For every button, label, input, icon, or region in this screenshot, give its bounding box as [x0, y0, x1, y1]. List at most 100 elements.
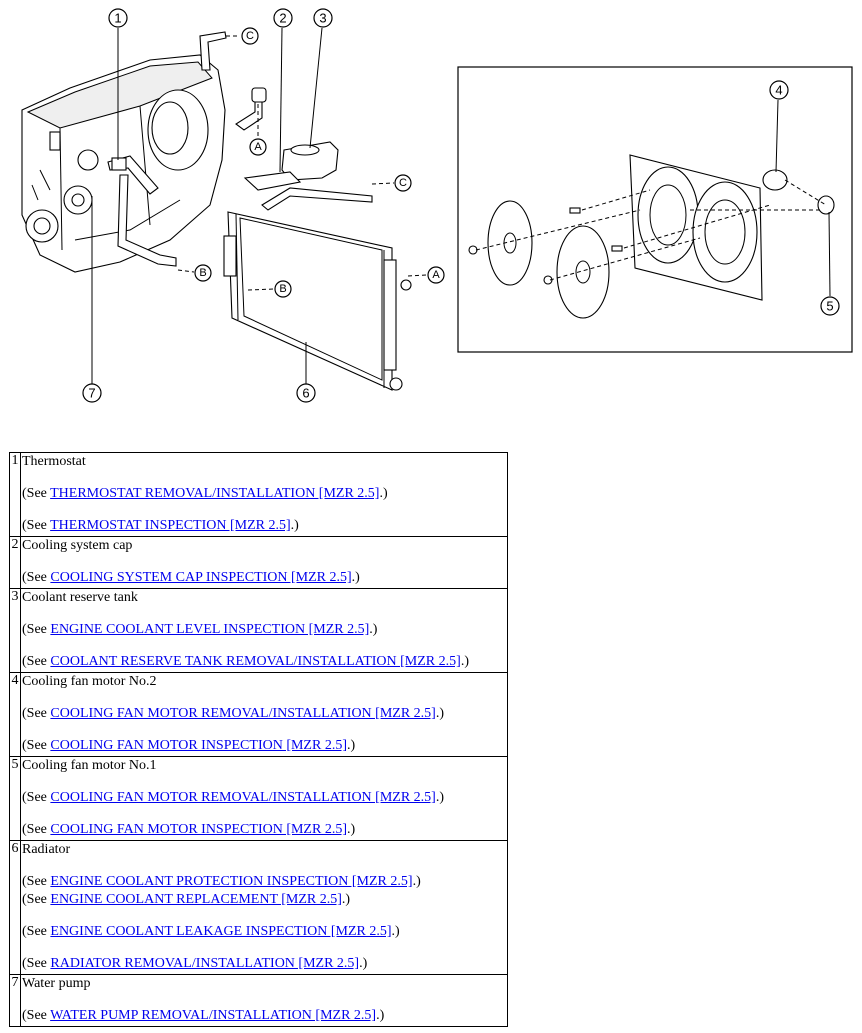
reference-link[interactable]: COOLING SYSTEM CAP INSPECTION [MZR 2.5] [50, 570, 352, 585]
fan-assembly-illustration [468, 154, 835, 319]
svg-text:A: A [254, 141, 262, 153]
reference-line: (See THERMOSTAT REMOVAL/INSTALLATION [MZ… [22, 486, 507, 502]
row-content: Coolant reserve tank (See ENGINE COOLANT … [20, 588, 508, 673]
engine-illustration [21, 31, 267, 273]
svg-text:7: 7 [88, 386, 95, 401]
part-name: Cooling system cap [22, 538, 133, 553]
reference-link[interactable]: ENGINE COOLANT REPLACEMENT [MZR 2.5] [50, 892, 342, 907]
reference-suffix: .) [369, 622, 378, 637]
svg-text:6: 6 [302, 386, 309, 401]
reference-link[interactable]: COOLING FAN MOTOR REMOVAL/INSTALLATION [… [50, 790, 436, 805]
reference-link[interactable]: ENGINE COOLANT LEVEL INSPECTION [MZR 2.5… [50, 622, 370, 637]
reference-prefix: (See [22, 956, 51, 971]
svg-text:A: A [432, 269, 440, 281]
callout-7: 7 [82, 383, 102, 403]
reference-prefix: (See [22, 622, 51, 637]
row-number: 1 [9, 452, 21, 537]
reference-prefix: (See [22, 486, 51, 501]
svg-text:B: B [279, 283, 286, 295]
ref-a-left: A [249, 138, 267, 156]
reference-prefix: (See [22, 518, 51, 533]
row-number: 7 [9, 974, 21, 1027]
reference-link[interactable]: THERMOSTAT INSPECTION [MZR 2.5] [50, 518, 291, 533]
ref-c-right: C [394, 174, 412, 192]
part-name: Thermostat [22, 454, 86, 469]
part-name: Radiator [22, 842, 71, 857]
reference-suffix: .) [412, 874, 421, 889]
reference-prefix: (See [22, 874, 51, 889]
reference-link[interactable]: COOLING FAN MOTOR REMOVAL/INSTALLATION [… [50, 706, 436, 721]
reference-prefix: (See [22, 892, 51, 907]
reference-suffix: .) [391, 924, 400, 939]
ref-b-center: B [274, 280, 292, 298]
reference-line: (See ENGINE COOLANT REPLACEMENT [MZR 2.5… [22, 892, 507, 908]
reference-prefix: (See [22, 738, 51, 753]
row-number: 3 [9, 588, 21, 673]
radiator-illustration [223, 211, 412, 391]
row-number: 6 [9, 840, 21, 975]
reference-link[interactable]: ENGINE COOLANT PROTECTION INSPECTION [MZ… [50, 874, 413, 889]
row-content: Cooling system cap(See COOLING SYSTEM CA… [20, 536, 508, 589]
reference-link[interactable]: ENGINE COOLANT LEAKAGE INSPECTION [MZR 2… [50, 924, 392, 939]
reference-line: (See ENGINE COOLANT PROTECTION INSPECTIO… [22, 874, 507, 890]
callout-2: 2 [273, 8, 293, 28]
svg-text:2: 2 [279, 11, 286, 26]
row-content: Radiator (See ENGINE COOLANT PROTECTION I… [20, 840, 508, 975]
cooling-system-diagram: 1 2 3 4 5 6 7 C A C B B A [21, 8, 853, 403]
reference-prefix: (See [22, 924, 51, 939]
callout-5: 5 [820, 296, 840, 316]
reference-link[interactable]: WATER PUMP REMOVAL/INSTALLATION [MZR 2.5… [50, 1008, 377, 1023]
svg-text:C: C [246, 30, 254, 42]
callout-1: 1 [108, 8, 128, 28]
ref-b-left: B [194, 264, 212, 282]
reference-link[interactable]: THERMOSTAT REMOVAL/INSTALLATION [MZR 2.5… [50, 486, 380, 501]
reference-line: (See RADIATOR REMOVAL/INSTALLATION [MZR … [22, 956, 507, 972]
reference-line: (See WATER PUMP REMOVAL/INSTALLATION [MZ… [22, 1008, 507, 1024]
svg-text:1: 1 [114, 11, 121, 26]
reference-line: (See COOLING FAN MOTOR REMOVAL/INSTALLAT… [22, 790, 507, 806]
reference-line: (See COOLANT RESERVE TANK REMOVAL/INSTAL… [22, 654, 507, 670]
reference-line: (See COOLING FAN MOTOR INSPECTION [MZR 2… [22, 738, 507, 754]
reference-suffix: .) [351, 570, 360, 585]
callout-6: 6 [296, 383, 316, 403]
fan-assembly-frame [457, 66, 853, 353]
reference-line: (See ENGINE COOLANT LEAKAGE INSPECTION [… [22, 924, 507, 940]
reference-link[interactable]: COOLING FAN MOTOR INSPECTION [MZR 2.5] [50, 738, 347, 753]
reference-suffix: .) [347, 738, 356, 753]
reference-suffix: .) [359, 956, 368, 971]
svg-text:B: B [199, 267, 206, 279]
row-content: Cooling fan motor No.2(See COOLING FAN M… [20, 672, 508, 757]
reference-suffix: .) [435, 706, 444, 721]
reference-line: (See ENGINE COOLANT LEVEL INSPECTION [MZ… [22, 622, 507, 638]
part-name: Coolant reserve tank [22, 590, 138, 605]
reference-link[interactable]: COOLING FAN MOTOR INSPECTION [MZR 2.5] [50, 822, 347, 837]
reference-prefix: (See [22, 1008, 51, 1023]
reference-link[interactable]: COOLANT RESERVE TANK REMOVAL/INSTALLATIO… [50, 654, 461, 669]
reference-prefix: (See [22, 654, 51, 669]
svg-text:3: 3 [319, 11, 326, 26]
svg-text:5: 5 [826, 299, 833, 314]
row-number: 5 [9, 756, 21, 841]
reference-suffix: .) [341, 892, 351, 907]
reference-line: (See COOLING FAN MOTOR INSPECTION [MZR 2… [22, 822, 507, 838]
row-number: 2 [9, 536, 21, 589]
svg-text:4: 4 [775, 83, 782, 98]
reference-suffix: .) [379, 486, 388, 501]
row-content: Cooling fan motor No.1 (See COOLING FAN M… [20, 756, 508, 841]
reference-link[interactable]: RADIATOR REMOVAL/INSTALLATION [MZR 2.5] [50, 956, 360, 971]
part-name: Water pump [22, 976, 91, 991]
ref-a-right: A [427, 266, 445, 284]
reference-prefix: (See [22, 790, 51, 805]
reference-line: (See COOLING FAN MOTOR REMOVAL/INSTALLAT… [22, 706, 507, 722]
reference-suffix: .) [347, 822, 356, 837]
row-number: 4 [9, 672, 21, 757]
reference-suffix: .) [435, 790, 444, 805]
reference-prefix: (See [22, 706, 51, 721]
reference-suffix: .) [376, 1008, 385, 1023]
part-name: Cooling fan motor No.1 [22, 758, 157, 773]
